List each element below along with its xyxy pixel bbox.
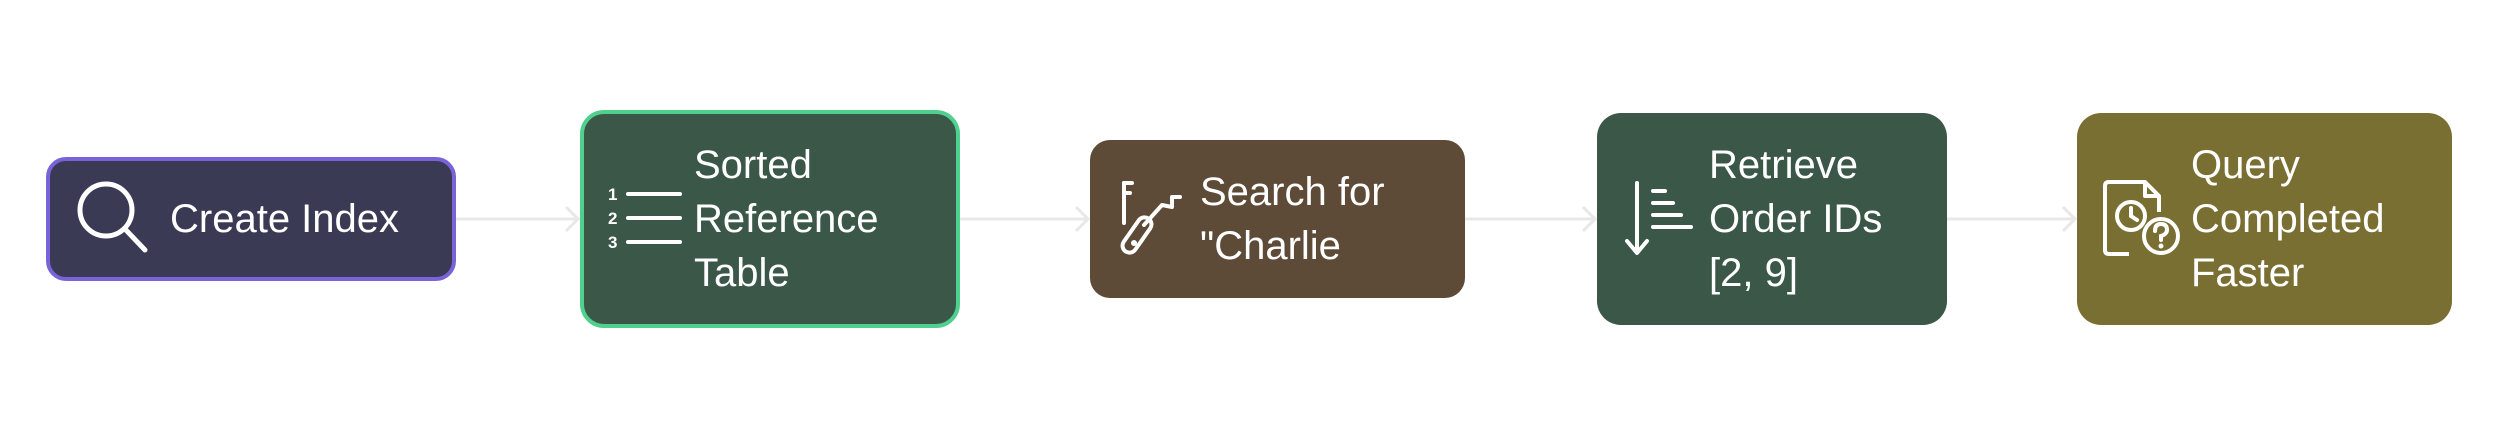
node-label: Retrieve Order IDs [2, 9]: [1709, 143, 1883, 295]
node-label: Search for "Charlie: [1200, 170, 1385, 268]
arrowhead-icon: [2061, 205, 2078, 233]
node-label: Sorted Reference Table: [694, 143, 879, 295]
edge-create-index-to-sorted-reference-table: [456, 205, 581, 233]
node-retrieve-order-ids: Retrieve Order IDs [2, 9]: [1597, 113, 1947, 325]
svg-text:1: 1: [608, 185, 617, 204]
svg-text:2: 2: [608, 209, 617, 228]
edge-sorted-reference-table-to-search-charlie: [960, 205, 1091, 233]
edge-retrieve-order-ids-to-query-completed: [1947, 205, 2078, 233]
pick-tool-icon: [1116, 179, 1186, 259]
search-icon: [74, 179, 154, 259]
arrowhead-icon: [1074, 205, 1091, 233]
numbered-list-icon: 1 2 3: [606, 180, 684, 258]
svg-text:3: 3: [608, 233, 617, 252]
edge-search-charlie-to-retrieve-order-ids: [1465, 205, 1598, 233]
node-query-completed: Query Completed Faster: [2077, 113, 2452, 325]
node-search-charlie: Search for "Charlie: [1090, 140, 1465, 298]
node-create-index: Create Index: [46, 157, 456, 281]
node-label: Query Completed Faster: [2191, 143, 2385, 295]
node-label: Create Index: [170, 197, 400, 241]
document-clock-question-icon: [2101, 178, 2181, 260]
arrowhead-icon: [1581, 205, 1598, 233]
arrowhead-icon: [564, 205, 581, 233]
node-sorted-reference-table: 1 2 3 Sorted Reference Table: [580, 110, 960, 328]
sort-descending-icon: [1623, 179, 1695, 259]
